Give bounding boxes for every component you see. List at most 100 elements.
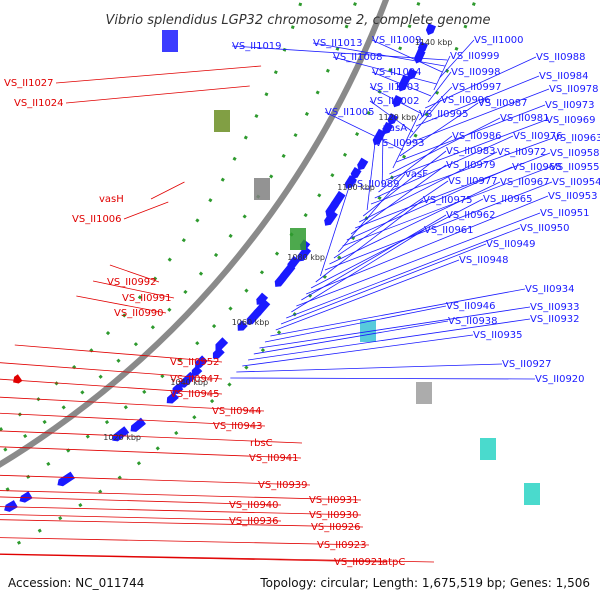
gene-label: VS_II0936 xyxy=(229,516,279,527)
gene-label: vasH xyxy=(99,194,124,205)
gene-label: VS_II0969 xyxy=(546,115,596,126)
leader-line xyxy=(236,363,503,373)
forward-gene-mark xyxy=(191,365,203,376)
leader-line xyxy=(385,119,547,181)
feature-block-5 xyxy=(416,382,432,404)
gene-label: VS_II0975 xyxy=(423,195,473,206)
leader-line xyxy=(291,229,425,313)
tick-label: 1060 kbp xyxy=(232,318,270,327)
leader-line xyxy=(0,490,362,501)
forward-gene-mark xyxy=(324,209,338,226)
gene-label: VS_II0944 xyxy=(212,406,262,417)
gene-label: VS_II0946 xyxy=(446,301,496,312)
forward-gene-mark xyxy=(357,157,369,171)
forward-gene-mark xyxy=(382,121,394,135)
leader-line xyxy=(425,56,537,109)
forward-gene-mark xyxy=(215,337,229,350)
gene-label: vasA xyxy=(383,123,407,134)
leader-line xyxy=(0,430,303,444)
leader-line xyxy=(92,280,175,299)
forward-gene-mark xyxy=(297,246,312,262)
leader-line xyxy=(389,117,501,175)
leader-line xyxy=(0,519,364,528)
gene-label: VS_II0967 xyxy=(500,177,550,188)
forward-gene-mark xyxy=(344,175,357,189)
gene-label: atpC xyxy=(382,557,405,568)
forward-gene-mark xyxy=(414,48,426,64)
gene-label: VS_II0999 xyxy=(450,51,500,62)
leader-line xyxy=(0,396,265,412)
gene-label: VS_II0996 xyxy=(441,95,491,106)
leader-line xyxy=(65,85,250,104)
leader-line xyxy=(324,111,404,151)
gene-label: VS_II0993 xyxy=(375,138,425,149)
gene-label: VS_II0958 xyxy=(550,148,600,159)
reverse-gene-mark xyxy=(13,374,23,384)
forward-gene-mark xyxy=(387,113,398,125)
leader-line xyxy=(0,513,282,522)
leader-line xyxy=(381,127,384,187)
dotted-ring-2 xyxy=(0,0,422,496)
leader-line xyxy=(415,75,540,127)
forward-gene-mark xyxy=(112,426,130,442)
leader-line xyxy=(439,39,475,79)
gene-label: VS_II0978 xyxy=(549,84,599,95)
gene-label: VS_II0991 xyxy=(122,293,172,304)
leader-line xyxy=(76,295,167,314)
gene-label: VS_II0990 xyxy=(114,308,164,319)
gene-label: VS_II0948 xyxy=(459,255,509,266)
gene-label: VS_II0997 xyxy=(452,82,502,93)
forward-gene-mark xyxy=(280,263,296,281)
leader-line xyxy=(370,137,554,205)
leader-line xyxy=(333,180,449,259)
features-layer xyxy=(4,23,540,512)
gene-label: VS_II0992 xyxy=(107,277,157,288)
forward-gene-mark xyxy=(397,74,411,92)
gene-label: VS_II0979 xyxy=(446,160,496,171)
leader-line xyxy=(150,181,185,200)
gene-label: VS_II0947 xyxy=(170,374,220,385)
gene-label: VS_II0954 xyxy=(552,177,600,188)
forward-gene-mark xyxy=(325,201,339,217)
forward-gene-mark xyxy=(425,23,437,36)
gene-label: VS_II0963 xyxy=(553,133,600,144)
gene-label: VS_II0989 xyxy=(350,179,400,190)
leader-line xyxy=(378,135,453,193)
leader-line xyxy=(230,377,536,380)
gene-label: VS_II1027 xyxy=(4,78,54,89)
gene-label: VS_II0935 xyxy=(473,330,523,341)
leader-line xyxy=(392,113,420,169)
map-title: Vibrio splendidus LGP32 chromosome 2, co… xyxy=(105,13,490,28)
leader-line xyxy=(346,166,513,241)
leader-line xyxy=(399,102,479,157)
tick-label: 1080 kbp xyxy=(287,253,325,262)
leader-line xyxy=(0,412,266,427)
forward-gene-mark xyxy=(195,355,208,368)
tick-label: 1140 kbp xyxy=(415,38,453,47)
gene-label: VS_II0938 xyxy=(448,316,498,327)
forward-gene-mark xyxy=(237,320,248,331)
gene-label: VS_II0953 xyxy=(548,191,598,202)
gene-label: VS_II0962 xyxy=(446,210,496,221)
leader-line xyxy=(123,201,169,220)
leader-line xyxy=(286,227,521,319)
arcs-layer xyxy=(0,0,477,555)
gene-label: VS_II0926 xyxy=(311,522,361,533)
forward-gene-mark xyxy=(256,292,269,305)
feature-block-1 xyxy=(214,110,230,132)
gene-label: VS_II1000 xyxy=(474,35,524,46)
gene-label: VS_II0921 xyxy=(334,557,384,568)
gene-label: VS_II0950 xyxy=(520,223,570,234)
leader-line xyxy=(0,554,387,563)
gene-label: VS_II0973 xyxy=(545,100,595,111)
gene-label: VS_II0968 xyxy=(512,162,562,173)
leader-line xyxy=(362,150,447,217)
accession-text: Accession: NC_011744 xyxy=(8,576,144,590)
gene-label: VS_II0983 xyxy=(446,146,496,157)
gene-label: VS_II0932 xyxy=(530,314,580,325)
leader-line xyxy=(275,259,460,331)
gene-label: VS_II0961 xyxy=(424,225,474,236)
gene-label: VS_II0939 xyxy=(258,480,308,491)
